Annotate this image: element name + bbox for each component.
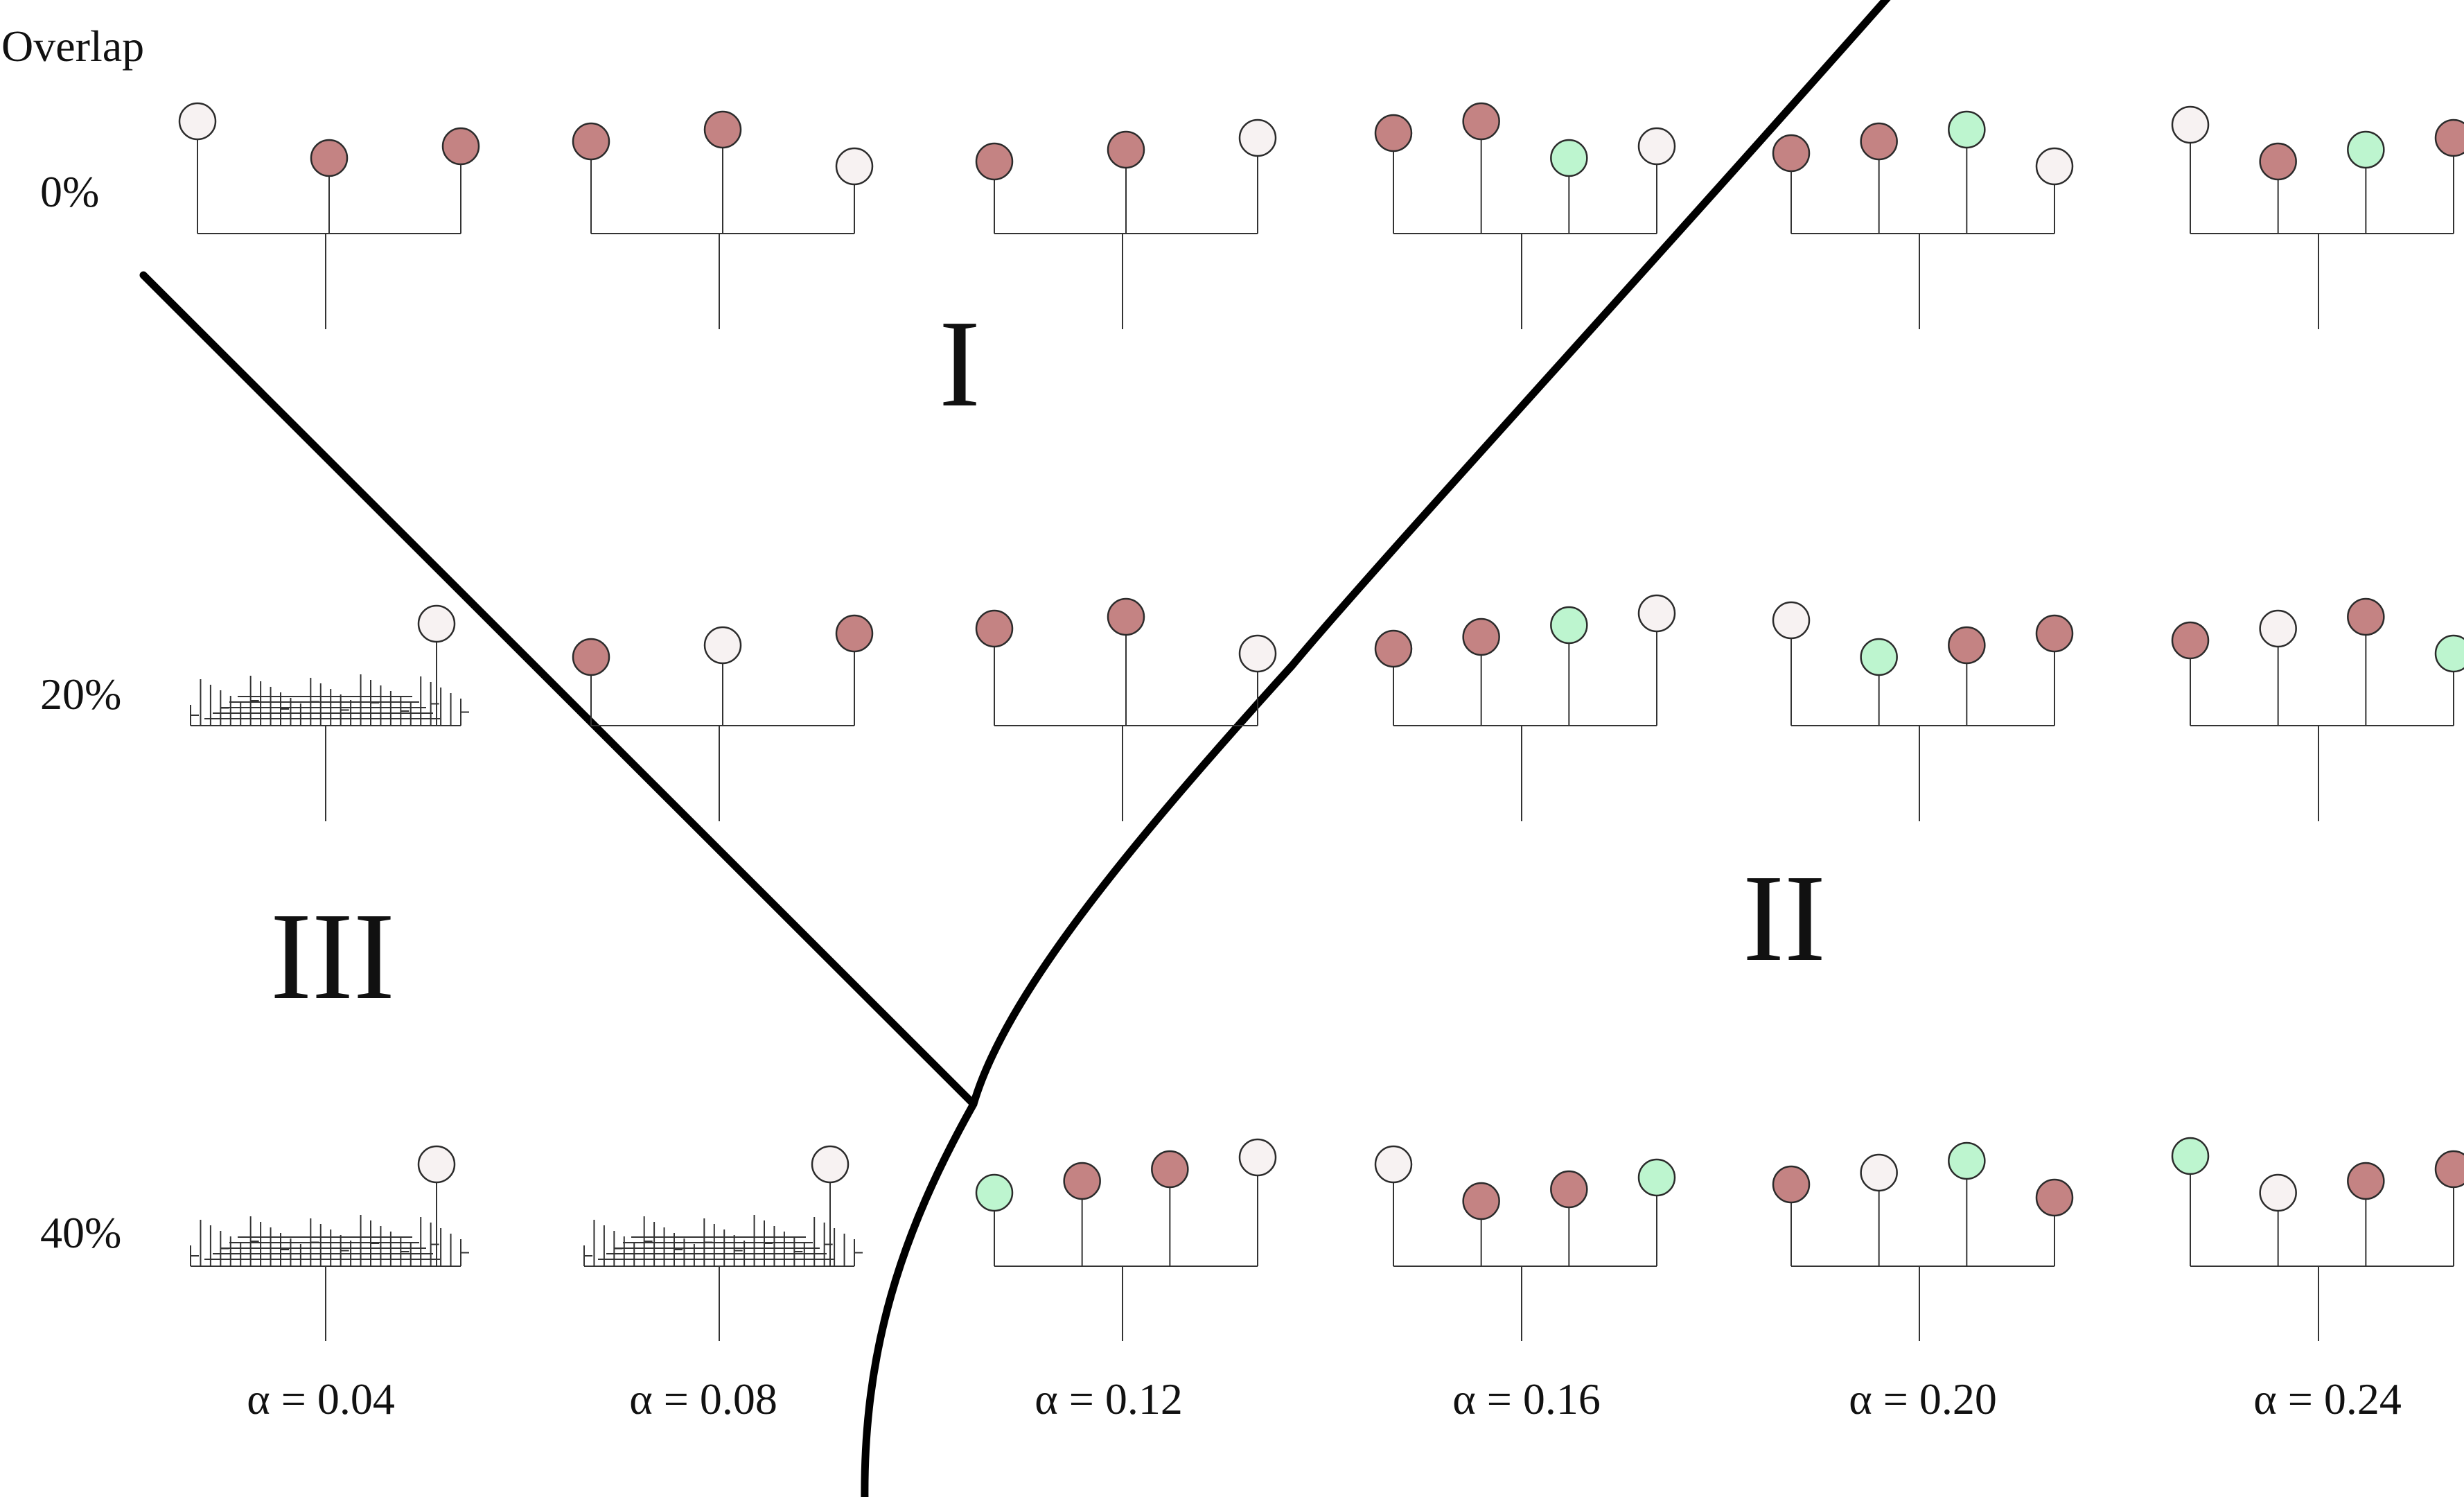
node-white <box>1238 119 1277 157</box>
node-white <box>2171 105 2210 144</box>
node-white <box>835 147 874 186</box>
node-green <box>1550 139 1588 177</box>
node-red <box>2171 621 2210 660</box>
node-red <box>1063 1162 1101 1200</box>
row-label-1: 20% <box>40 669 121 719</box>
col-label-0: α = 0.04 <box>247 1374 395 1424</box>
boundary-line-I-III <box>139 271 978 1108</box>
tree-layer <box>178 102 2464 1341</box>
node-red <box>2347 1162 2385 1200</box>
node-green <box>1637 1158 1676 1197</box>
boundary-curve-I-II <box>861 0 1891 1497</box>
region-label-II: II <box>1743 849 1826 987</box>
node-red <box>1550 1170 1588 1209</box>
node-red <box>975 142 1014 181</box>
node-red <box>703 110 742 149</box>
node-red <box>2434 1150 2464 1189</box>
region-label-III: III <box>270 887 395 1025</box>
node-red <box>2434 119 2464 157</box>
node-red <box>1107 597 1145 636</box>
node-red <box>2035 614 2074 653</box>
node-red <box>1462 618 1500 656</box>
row-label-0: 0% <box>40 167 99 216</box>
node-red <box>1462 1182 1500 1220</box>
node-red <box>1948 626 1986 665</box>
col-label-1: α = 0.08 <box>629 1374 777 1424</box>
node-red <box>1151 1150 1189 1189</box>
node-red <box>2259 142 2297 181</box>
node-red <box>1772 134 1811 173</box>
col-label-5: α = 0.24 <box>2253 1374 2402 1424</box>
node-white <box>1772 601 1811 640</box>
node-white <box>811 1145 850 1184</box>
node-white <box>1637 594 1676 633</box>
node-white <box>417 1145 456 1184</box>
node-red <box>572 638 610 676</box>
y-axis-title: Overlap <box>1 21 144 71</box>
node-red <box>1462 102 1500 141</box>
node-white <box>703 626 742 665</box>
node-red <box>310 139 349 177</box>
node-white <box>1374 1145 1413 1184</box>
node-green <box>1860 638 1898 676</box>
node-green <box>2434 634 2464 673</box>
node-red <box>1860 122 1898 161</box>
node-green <box>2171 1137 2210 1175</box>
node-green <box>1948 110 1986 149</box>
region-label-I: I <box>939 295 980 432</box>
node-white <box>2259 1173 2297 1212</box>
node-red <box>835 614 874 653</box>
node-green <box>2347 130 2385 169</box>
node-white <box>2035 147 2074 186</box>
node-white <box>1637 127 1676 166</box>
node-white <box>1860 1153 1898 1192</box>
node-white <box>2259 609 2297 648</box>
node-red <box>1374 114 1413 152</box>
col-label-2: α = 0.12 <box>1035 1374 1183 1424</box>
node-red <box>975 609 1014 648</box>
col-label-4: α = 0.20 <box>1849 1374 1997 1424</box>
node-green <box>1948 1141 1986 1180</box>
node-white <box>1238 1138 1277 1177</box>
node-white <box>1238 634 1277 673</box>
node-red <box>2347 597 2385 636</box>
node-red <box>2035 1178 2074 1217</box>
node-red <box>441 127 480 166</box>
row-label-2: 40% <box>40 1208 121 1257</box>
node-red <box>572 122 610 161</box>
node-green <box>975 1173 1014 1212</box>
node-green <box>1550 606 1588 645</box>
col-label-3: α = 0.16 <box>1452 1374 1601 1424</box>
node-red <box>1772 1165 1811 1204</box>
node-white <box>178 102 217 141</box>
node-white <box>417 604 456 643</box>
node-red <box>1374 629 1413 668</box>
node-red <box>1107 130 1145 169</box>
